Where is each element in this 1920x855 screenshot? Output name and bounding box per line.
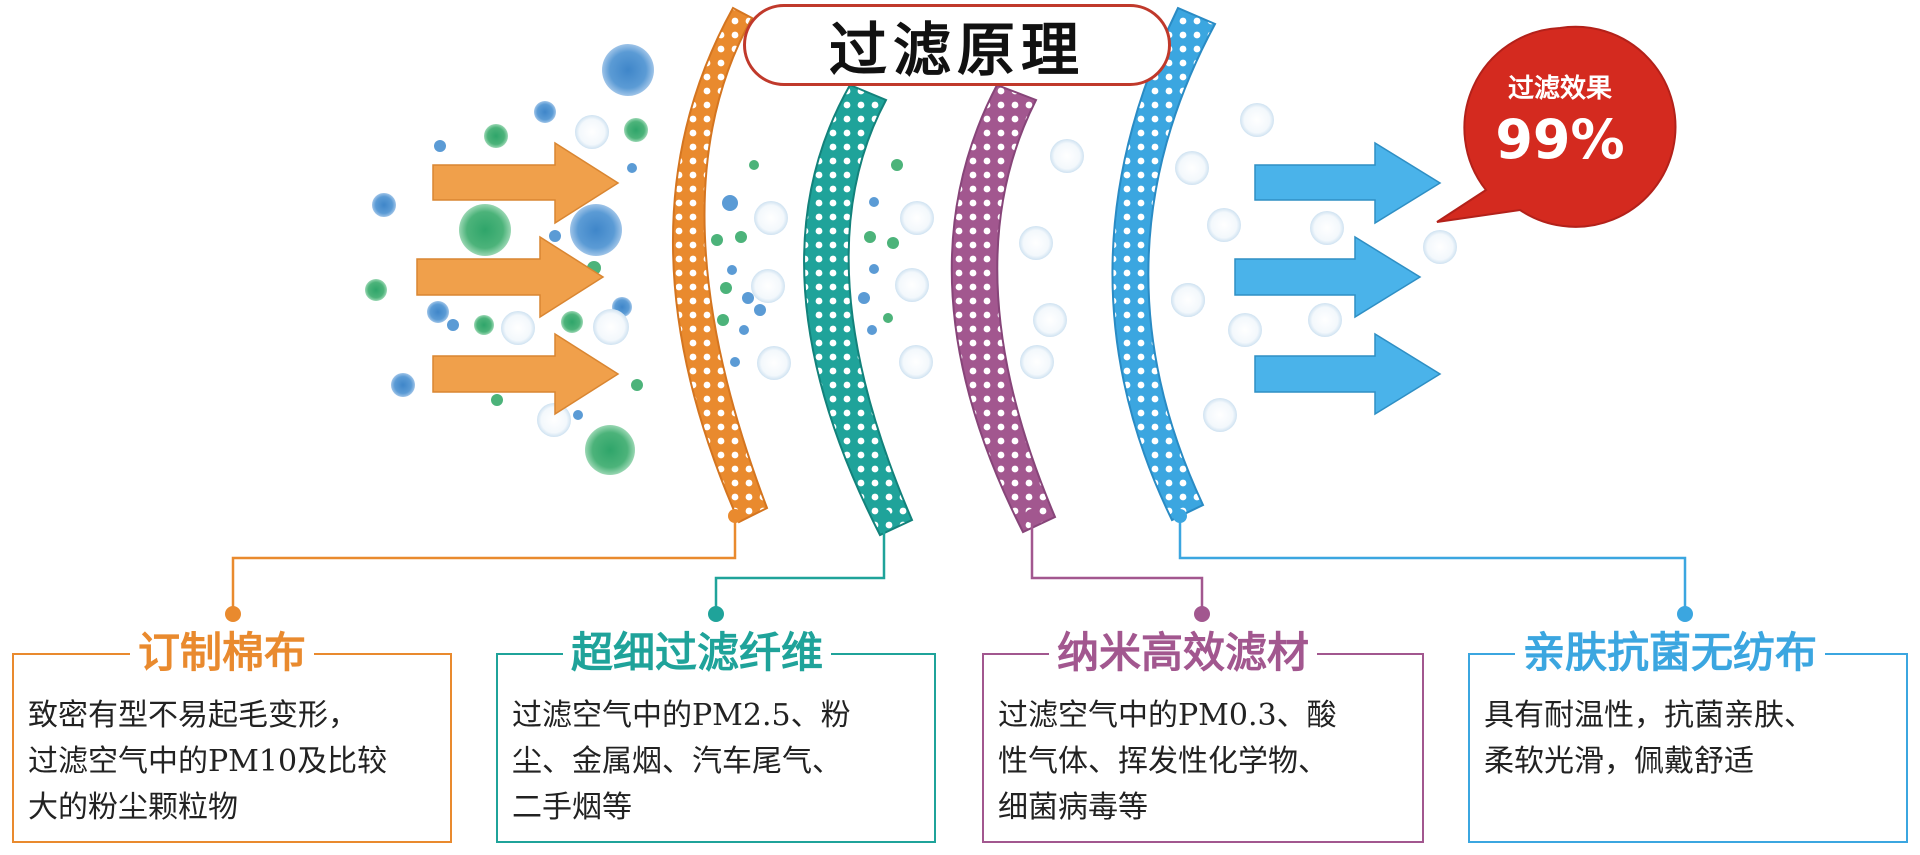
incoming-arrow	[432, 141, 620, 225]
incoming-arrows	[416, 141, 620, 416]
diagram-title: 过滤原理	[743, 4, 1171, 86]
filter-layer-teal	[803, 83, 914, 537]
title-text: 过滤原理	[828, 16, 1085, 84]
layer-box-text: 致密有型不易起毛变形， 过滤空气中的PM10及比较 大的粉尘颗粒物	[28, 698, 388, 825]
outgoing-arrows	[1234, 141, 1442, 416]
outgoing-arrow	[1254, 141, 1442, 225]
layer-box-cotton: 致密有型不易起毛变形， 过滤空气中的PM10及比较 大的粉尘颗粒物	[12, 653, 452, 843]
badge-label: 过滤效果	[1507, 74, 1612, 104]
incoming-arrow	[432, 332, 620, 416]
connector-sky	[1178, 516, 1687, 614]
result-badge	[1436, 25, 1677, 228]
filter-layer-orange	[672, 6, 769, 524]
layer-title-nano: 纳米高效滤材	[1049, 625, 1318, 681]
connector-lines	[225, 509, 1693, 622]
incoming-arrow	[416, 235, 605, 319]
outgoing-arrow	[1234, 235, 1422, 319]
connector-teal	[714, 516, 886, 614]
outgoing-arrow	[1254, 332, 1442, 416]
layer-box-text: 具有耐温性，抗菌亲肤、 柔软光滑，佩戴舒适	[1484, 698, 1814, 779]
filter-layer-sky	[1111, 6, 1217, 522]
intermediate-particles	[711, 103, 1457, 432]
connector-purple	[1030, 516, 1204, 614]
layer-box-microfiber: 过滤空气中的PM2.5、粉 尘、金属烟、汽车尾气、 二手烟等	[496, 653, 936, 843]
layer-title-microfiber: 超细过滤纤维	[563, 625, 832, 681]
badge-value: 99%	[1495, 108, 1625, 171]
layer-box-nonwoven: 具有耐温性，抗菌亲肤、 柔软光滑，佩戴舒适	[1468, 653, 1908, 843]
pollutant-particles	[365, 44, 654, 475]
layer-box-text: 过滤空气中的PM2.5、粉 尘、金属烟、汽车尾气、 二手烟等	[512, 698, 851, 825]
layer-box-nano: 过滤空气中的PM0.3、酸 性气体、挥发性化学物、 细菌病毒等	[982, 653, 1424, 843]
filter-layer-purple	[950, 83, 1057, 534]
layer-title-nonwoven: 亲肤抗菌无纺布	[1515, 625, 1826, 681]
connector-orange	[231, 516, 737, 614]
layer-box-text: 过滤空气中的PM0.3、酸 性气体、挥发性化学物、 细菌病毒等	[998, 698, 1337, 825]
layer-title-cotton: 订制棉布	[130, 625, 315, 681]
